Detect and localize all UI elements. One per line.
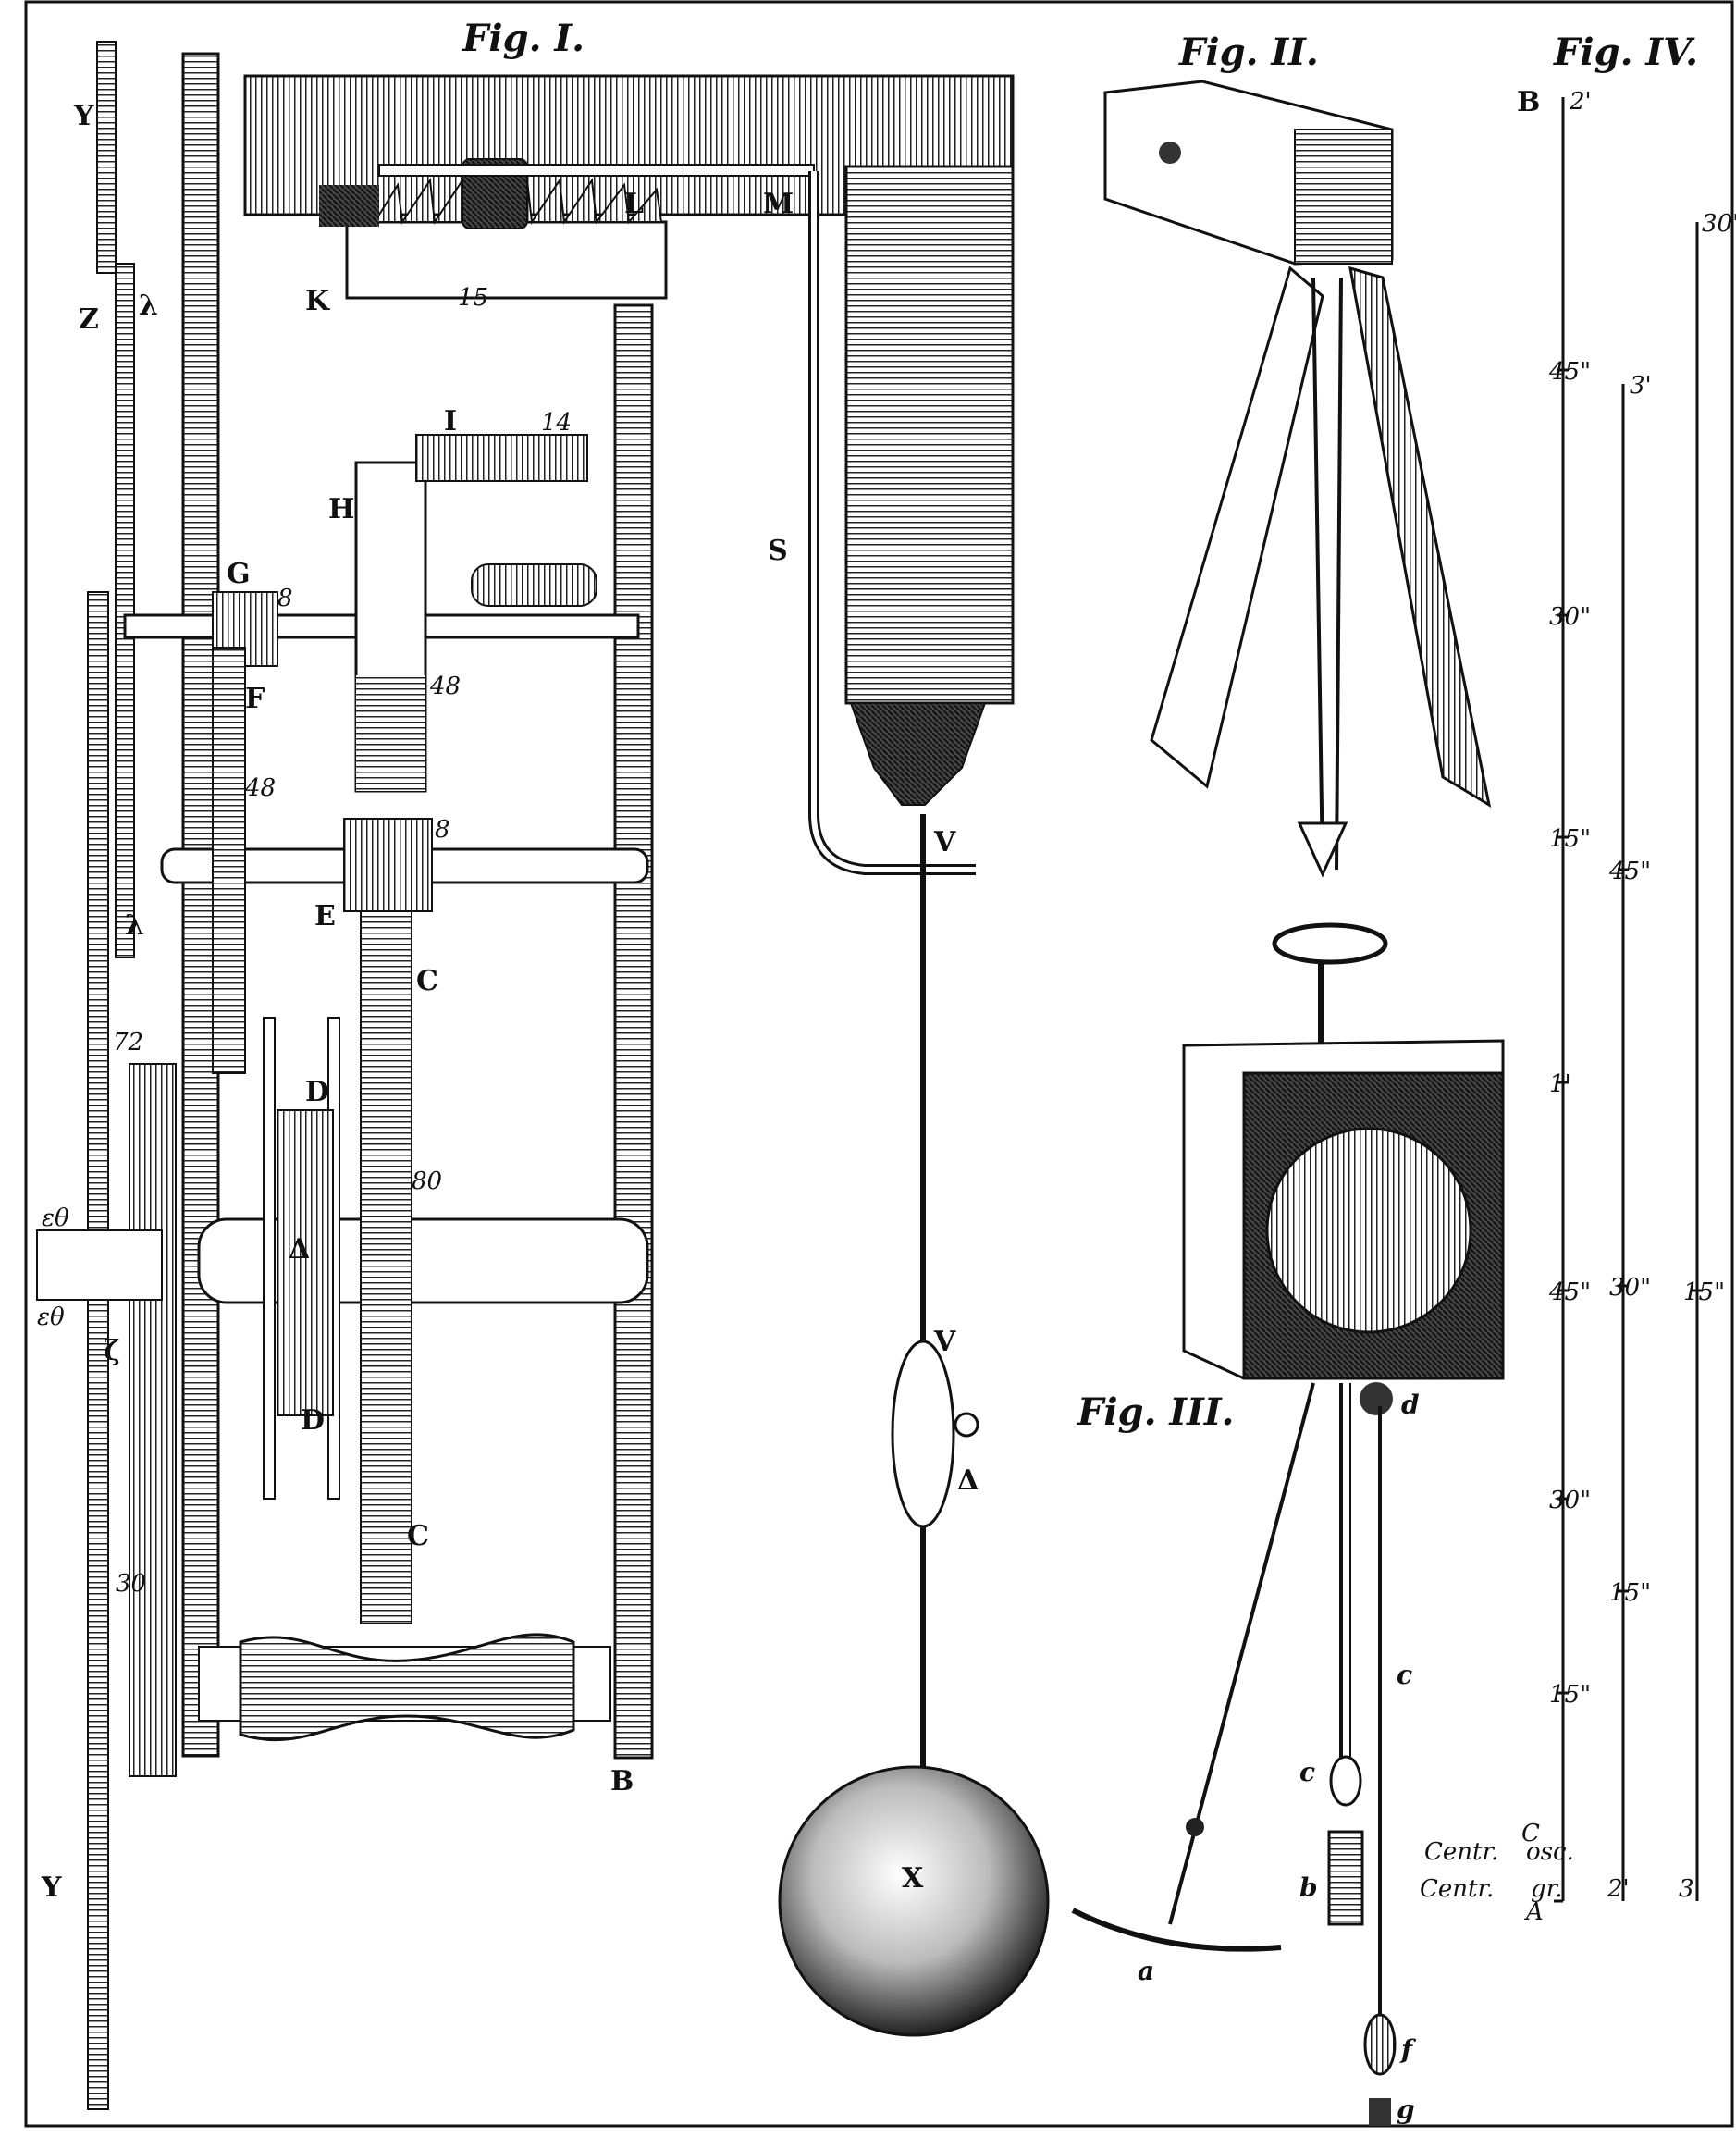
label-z: Z (79, 303, 99, 336)
label-b-small: b (1299, 1872, 1318, 1903)
label-n48b: 48 (244, 774, 276, 802)
label-d-top: D (305, 1076, 329, 1108)
fig1-clockwork (36, 41, 1050, 2110)
label-k: K (305, 285, 330, 317)
label-delta-bob: Δ (957, 1464, 979, 1497)
label-c-small-1: c (1299, 1757, 1315, 1787)
label-c-top: C (416, 965, 438, 997)
centr-osc: osc. (1526, 1838, 1574, 1866)
fig2-title: Fig. II. (1178, 31, 1319, 74)
scale1-tick-0: 45" (1548, 358, 1591, 386)
scale1-tick-6: 15" (1549, 1681, 1591, 1709)
label-h: H (328, 493, 354, 525)
label-f-small: f (1399, 2034, 1417, 2065)
fig4-title: Fig. IV. (1553, 31, 1698, 74)
label-c-small-2: c (1397, 1660, 1412, 1690)
label-n8b: 8 (435, 816, 450, 844)
centr-gr-prefix: Centr. (1420, 1875, 1494, 1903)
label-s: S (768, 535, 788, 567)
scale3-top: 30" (1702, 210, 1736, 238)
label-l: L (624, 188, 644, 220)
label-n14: 14 (541, 409, 572, 437)
label-g-small: g (1397, 2094, 1415, 2125)
fig4-scales (1554, 97, 1699, 1903)
label-e: E (314, 900, 336, 933)
scale1-tick-2: 15" (1549, 825, 1591, 853)
fig3-title: Fig. III. (1077, 1390, 1234, 1434)
centr-gr: gr. (1531, 1875, 1562, 1903)
fig2-suspension (1103, 80, 1492, 1050)
scale-b: B (1517, 86, 1540, 118)
label-n30: 30 (116, 1570, 146, 1598)
scale1-tick-1: 30" (1549, 603, 1591, 631)
centr-osc-c: C (1521, 1820, 1540, 1847)
plate-border (24, 0, 1734, 2128)
scale-bottom-3: 3' (1679, 1875, 1701, 1903)
label-a: a (1138, 1956, 1154, 1986)
label-y-bot: Y (41, 1871, 62, 1904)
label-v-top: V (933, 826, 956, 859)
label-y-top: Y (73, 100, 94, 132)
label-n80: 80 (412, 1167, 442, 1195)
scale2-tick-0: 45" (1608, 858, 1651, 885)
label-b: B (610, 1765, 634, 1797)
label-d-small: d (1401, 1390, 1420, 1420)
scale2-top: 3' (1630, 372, 1652, 400)
label-delta-wheel: Δ (289, 1233, 310, 1266)
label-n15: 15 (458, 284, 488, 312)
scale2-tick-1: 30" (1609, 1274, 1651, 1302)
fig3-box-pendulum (1071, 1039, 1505, 2126)
scale-top: 2' (1569, 88, 1592, 116)
label-epsilon-top: εθ (42, 1204, 69, 1232)
scale1-tick-4: 45" (1548, 1278, 1591, 1306)
label-x: X (902, 1862, 924, 1895)
label-c-bot: C (407, 1520, 429, 1552)
label-n8a: 8 (277, 585, 293, 612)
label-v-mid: V (933, 1326, 956, 1358)
label-lambda-mid: λ (125, 909, 144, 942)
fig4-scale-labels: 45" 30" 15" 1' 45" 30" 15" 45" 30" 15" 15" (1548, 358, 1725, 1709)
label-d-bot: D (301, 1404, 325, 1437)
centr-osc-prefix: Centr. (1424, 1838, 1498, 1866)
scale2-tick-2: 15" (1609, 1579, 1651, 1607)
scale3-tick-0: 15" (1683, 1278, 1725, 1306)
label-n72: 72 (113, 1029, 143, 1056)
label-n48a: 48 (429, 673, 461, 700)
label-g: G (227, 558, 251, 590)
label-lambda-top: λ (139, 290, 158, 322)
centr-gr-a: A (1524, 1898, 1544, 1926)
label-zeta: ζ (104, 1335, 120, 1367)
fig1-title: Fig. I. (462, 17, 585, 60)
scale-bottom-2: 2' (1607, 1875, 1630, 1903)
label-f: F (245, 683, 265, 715)
label-m: M (763, 188, 794, 220)
scale1-tick-5: 30" (1549, 1487, 1591, 1514)
label-epsilon-bot: εθ (37, 1303, 65, 1331)
scale1-tick-3: 1' (1549, 1070, 1571, 1098)
label-i: I (444, 405, 457, 438)
